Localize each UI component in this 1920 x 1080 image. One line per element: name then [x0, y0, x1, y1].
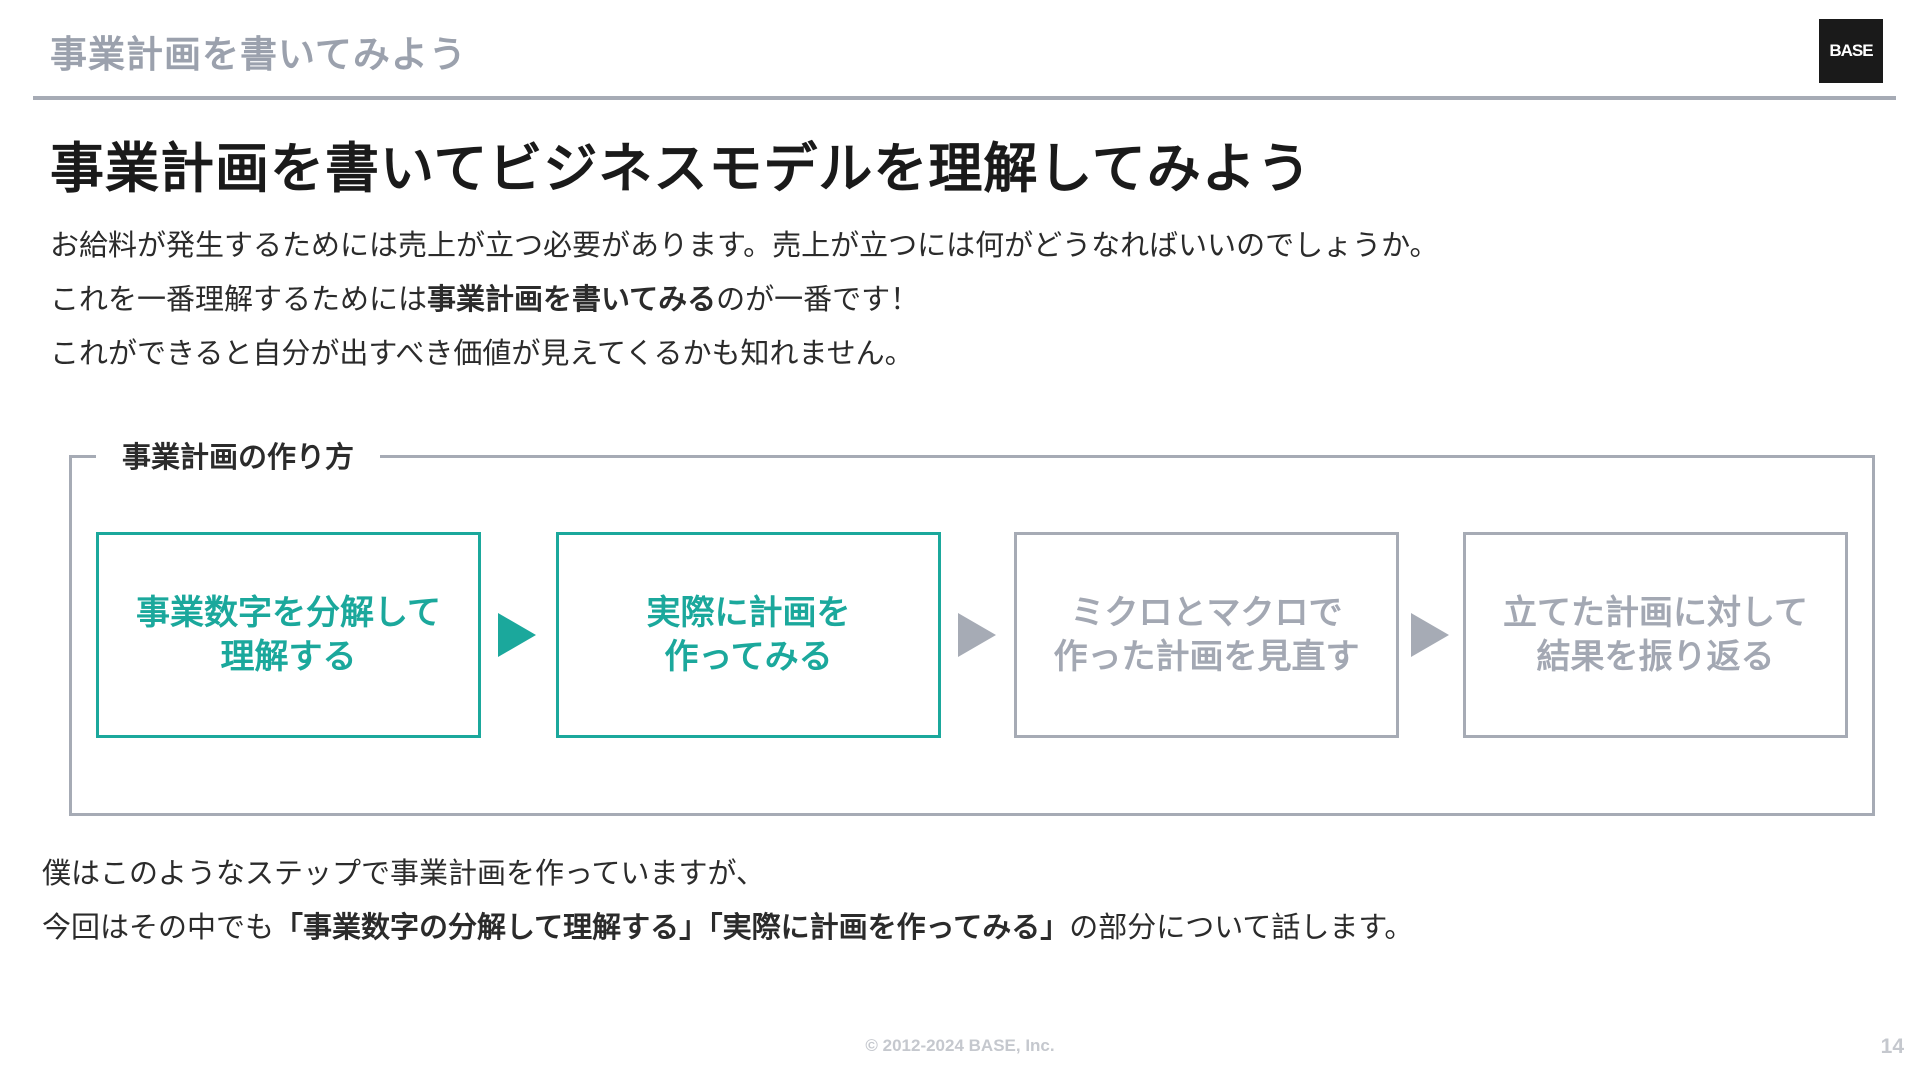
- step-2-box: 実際に計画を作ってみる: [556, 532, 941, 738]
- closing-line-2-post: の部分について話します。: [1069, 910, 1414, 944]
- closing-text: 僕はこのようなステップで事業計画を作っていますが、 今回はその中でも「事業数字の…: [42, 846, 1413, 954]
- process-frame: [69, 455, 1875, 816]
- step-1-line-2: 理解する: [220, 637, 357, 677]
- intro-line-2-post: のが一番です！: [716, 282, 920, 316]
- arrow-right-icon: [1411, 613, 1449, 657]
- step-2-line-1: 実際に計画を: [646, 593, 851, 633]
- closing-line-2: 今回はその中でも「事業数字の分解して理解する」「実際に計画を作ってみる」の部分に…: [42, 900, 1413, 954]
- copyright: © 2012-2024 BASE, Inc.: [865, 1036, 1055, 1055]
- step-3-line-2: 作った計画を見直す: [1053, 637, 1360, 677]
- intro-line-1: お給料が発生するためには売上が立つ必要があります。売上が立つには何がどうなればい…: [50, 228, 1439, 262]
- step-1-box: 事業数字を分解して理解する: [96, 532, 481, 738]
- arrow-right-icon: [958, 613, 996, 657]
- step-1-line-1: 事業数字を分解して: [136, 593, 441, 633]
- step-2-line-2: 作ってみる: [664, 637, 833, 677]
- step-3-box: ミクロとマクロで作った計画を見直す: [1014, 532, 1399, 738]
- closing-line-2-pre: 今回はその中でも: [42, 910, 275, 944]
- closing-line-1: 僕はこのようなステップで事業計画を作っていますが、: [42, 856, 765, 890]
- intro-line-2-emphasis: 事業計画を書いてみる: [427, 282, 717, 316]
- step-4-box: 立てた計画に対して結果を振り返る: [1463, 532, 1848, 738]
- arrow-right-icon: [498, 613, 536, 657]
- closing-line-2-emphasis: 「事業数字の分解して理解する」「実際に計画を作ってみる」: [274, 910, 1070, 944]
- page-number: 14: [1880, 1035, 1904, 1058]
- header-divider: [33, 96, 1896, 100]
- base-logo: BASE: [1819, 19, 1883, 83]
- intro-line-2-pre: これを一番理解するためには: [50, 282, 428, 316]
- step-3-line-1: ミクロとマクロで: [1070, 593, 1343, 633]
- intro-line-3: これができると自分が出すべき価値が見えてくるかも知れません。: [50, 336, 914, 370]
- step-4-line-2: 結果を振り返る: [1536, 637, 1775, 677]
- section-title: 事業計画を書いてみよう: [50, 33, 467, 76]
- slide-title: 事業計画を書いてビジネスモデルを理解してみよう: [50, 137, 1312, 200]
- intro-line-2: これを一番理解するためには事業計画を書いてみるのが一番です！: [50, 272, 1439, 326]
- process-label: 事業計画の作り方: [96, 437, 381, 477]
- intro-text: お給料が発生するためには売上が立つ必要があります。売上が立つには何がどうなればい…: [50, 218, 1439, 380]
- step-4-line-1: 立てた計画に対して: [1503, 593, 1808, 633]
